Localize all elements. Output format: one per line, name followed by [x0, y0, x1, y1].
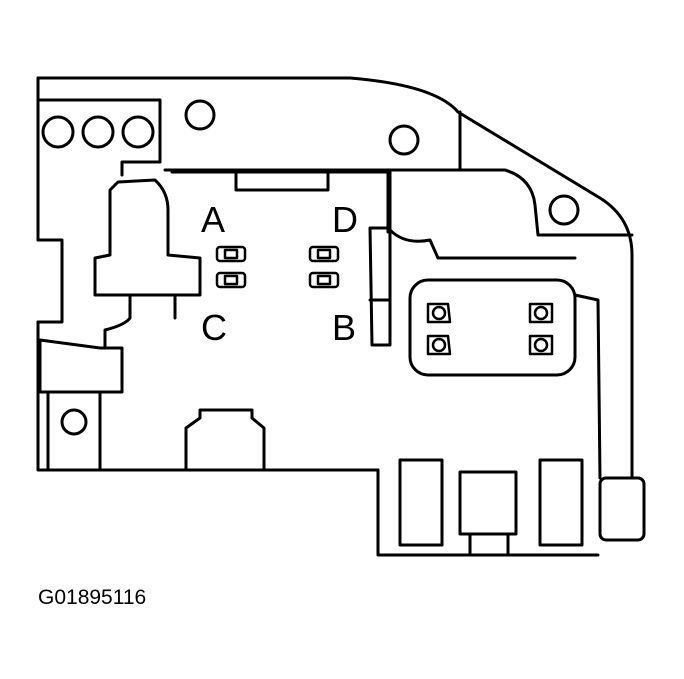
fuse-b — [308, 271, 340, 289]
fuse-slot-1 — [398, 458, 444, 547]
left-mount-hole — [60, 408, 88, 436]
fuse-slot-2 — [458, 470, 518, 536]
side-connector — [598, 476, 646, 542]
terminal-bottom-left — [426, 334, 452, 356]
fuse-slot-3 — [538, 458, 584, 547]
mount-hole-1 — [41, 115, 75, 149]
terminal-top-left — [426, 302, 452, 324]
label-d: D — [332, 199, 358, 240]
terminal-top-right — [528, 302, 554, 324]
mount-hole-5 — [388, 124, 420, 156]
fuse-locations — [215, 245, 340, 289]
fuse-a — [215, 245, 247, 263]
relay-terminals — [426, 302, 554, 356]
bottom-connector — [184, 408, 266, 472]
label-a: A — [201, 199, 225, 240]
center-region — [93, 170, 390, 350]
left-connector — [38, 338, 124, 472]
lower-right-housing — [376, 458, 646, 557]
label-c: C — [201, 307, 227, 348]
mount-hole-2 — [81, 115, 115, 149]
left-cutout — [36, 238, 64, 324]
relay-block — [408, 278, 577, 377]
right-region — [368, 170, 602, 480]
fuse-c — [215, 271, 247, 289]
mount-holes — [41, 99, 580, 226]
fuse-d — [308, 245, 340, 263]
board-outline — [36, 76, 634, 480]
label-b: B — [332, 307, 356, 348]
mount-hole-4 — [184, 99, 216, 131]
mount-hole-3 — [121, 115, 155, 149]
figure-code: G01895116 — [38, 586, 146, 609]
mount-hole-6 — [548, 194, 580, 226]
terminal-bottom-right — [528, 334, 554, 356]
